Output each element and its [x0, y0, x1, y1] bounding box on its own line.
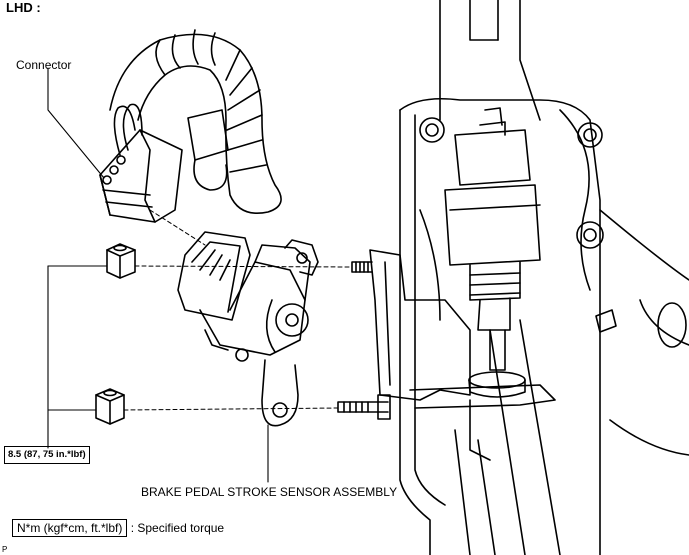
view-title: LHD : — [6, 0, 41, 15]
leader-lines — [47, 67, 269, 483]
nut-upper — [106, 243, 136, 279]
mounting-plate — [337, 249, 617, 420]
legend-unit-box: N*m (kgf*cm, ft.*lbf) — [12, 519, 128, 537]
torque-legend: N*m (kgf*cm, ft.*lbf) : Specified torque — [12, 519, 225, 537]
assembly-callout: BRAKE PEDAL STROKE SENSOR ASSEMBLY — [141, 485, 398, 499]
torque-spec-box: 8.5 (87, 75 in.*lbf) — [4, 446, 90, 464]
alignment-lines — [123, 209, 351, 411]
footer-code: P — [2, 545, 8, 554]
connector-callout: Connector — [16, 58, 72, 72]
nut-lower — [95, 388, 125, 425]
stroke-sensor-body — [177, 231, 319, 427]
harness-connector — [99, 29, 282, 223]
legend-description: : Specified torque — [130, 521, 225, 535]
pedal-bracket — [399, 0, 689, 555]
